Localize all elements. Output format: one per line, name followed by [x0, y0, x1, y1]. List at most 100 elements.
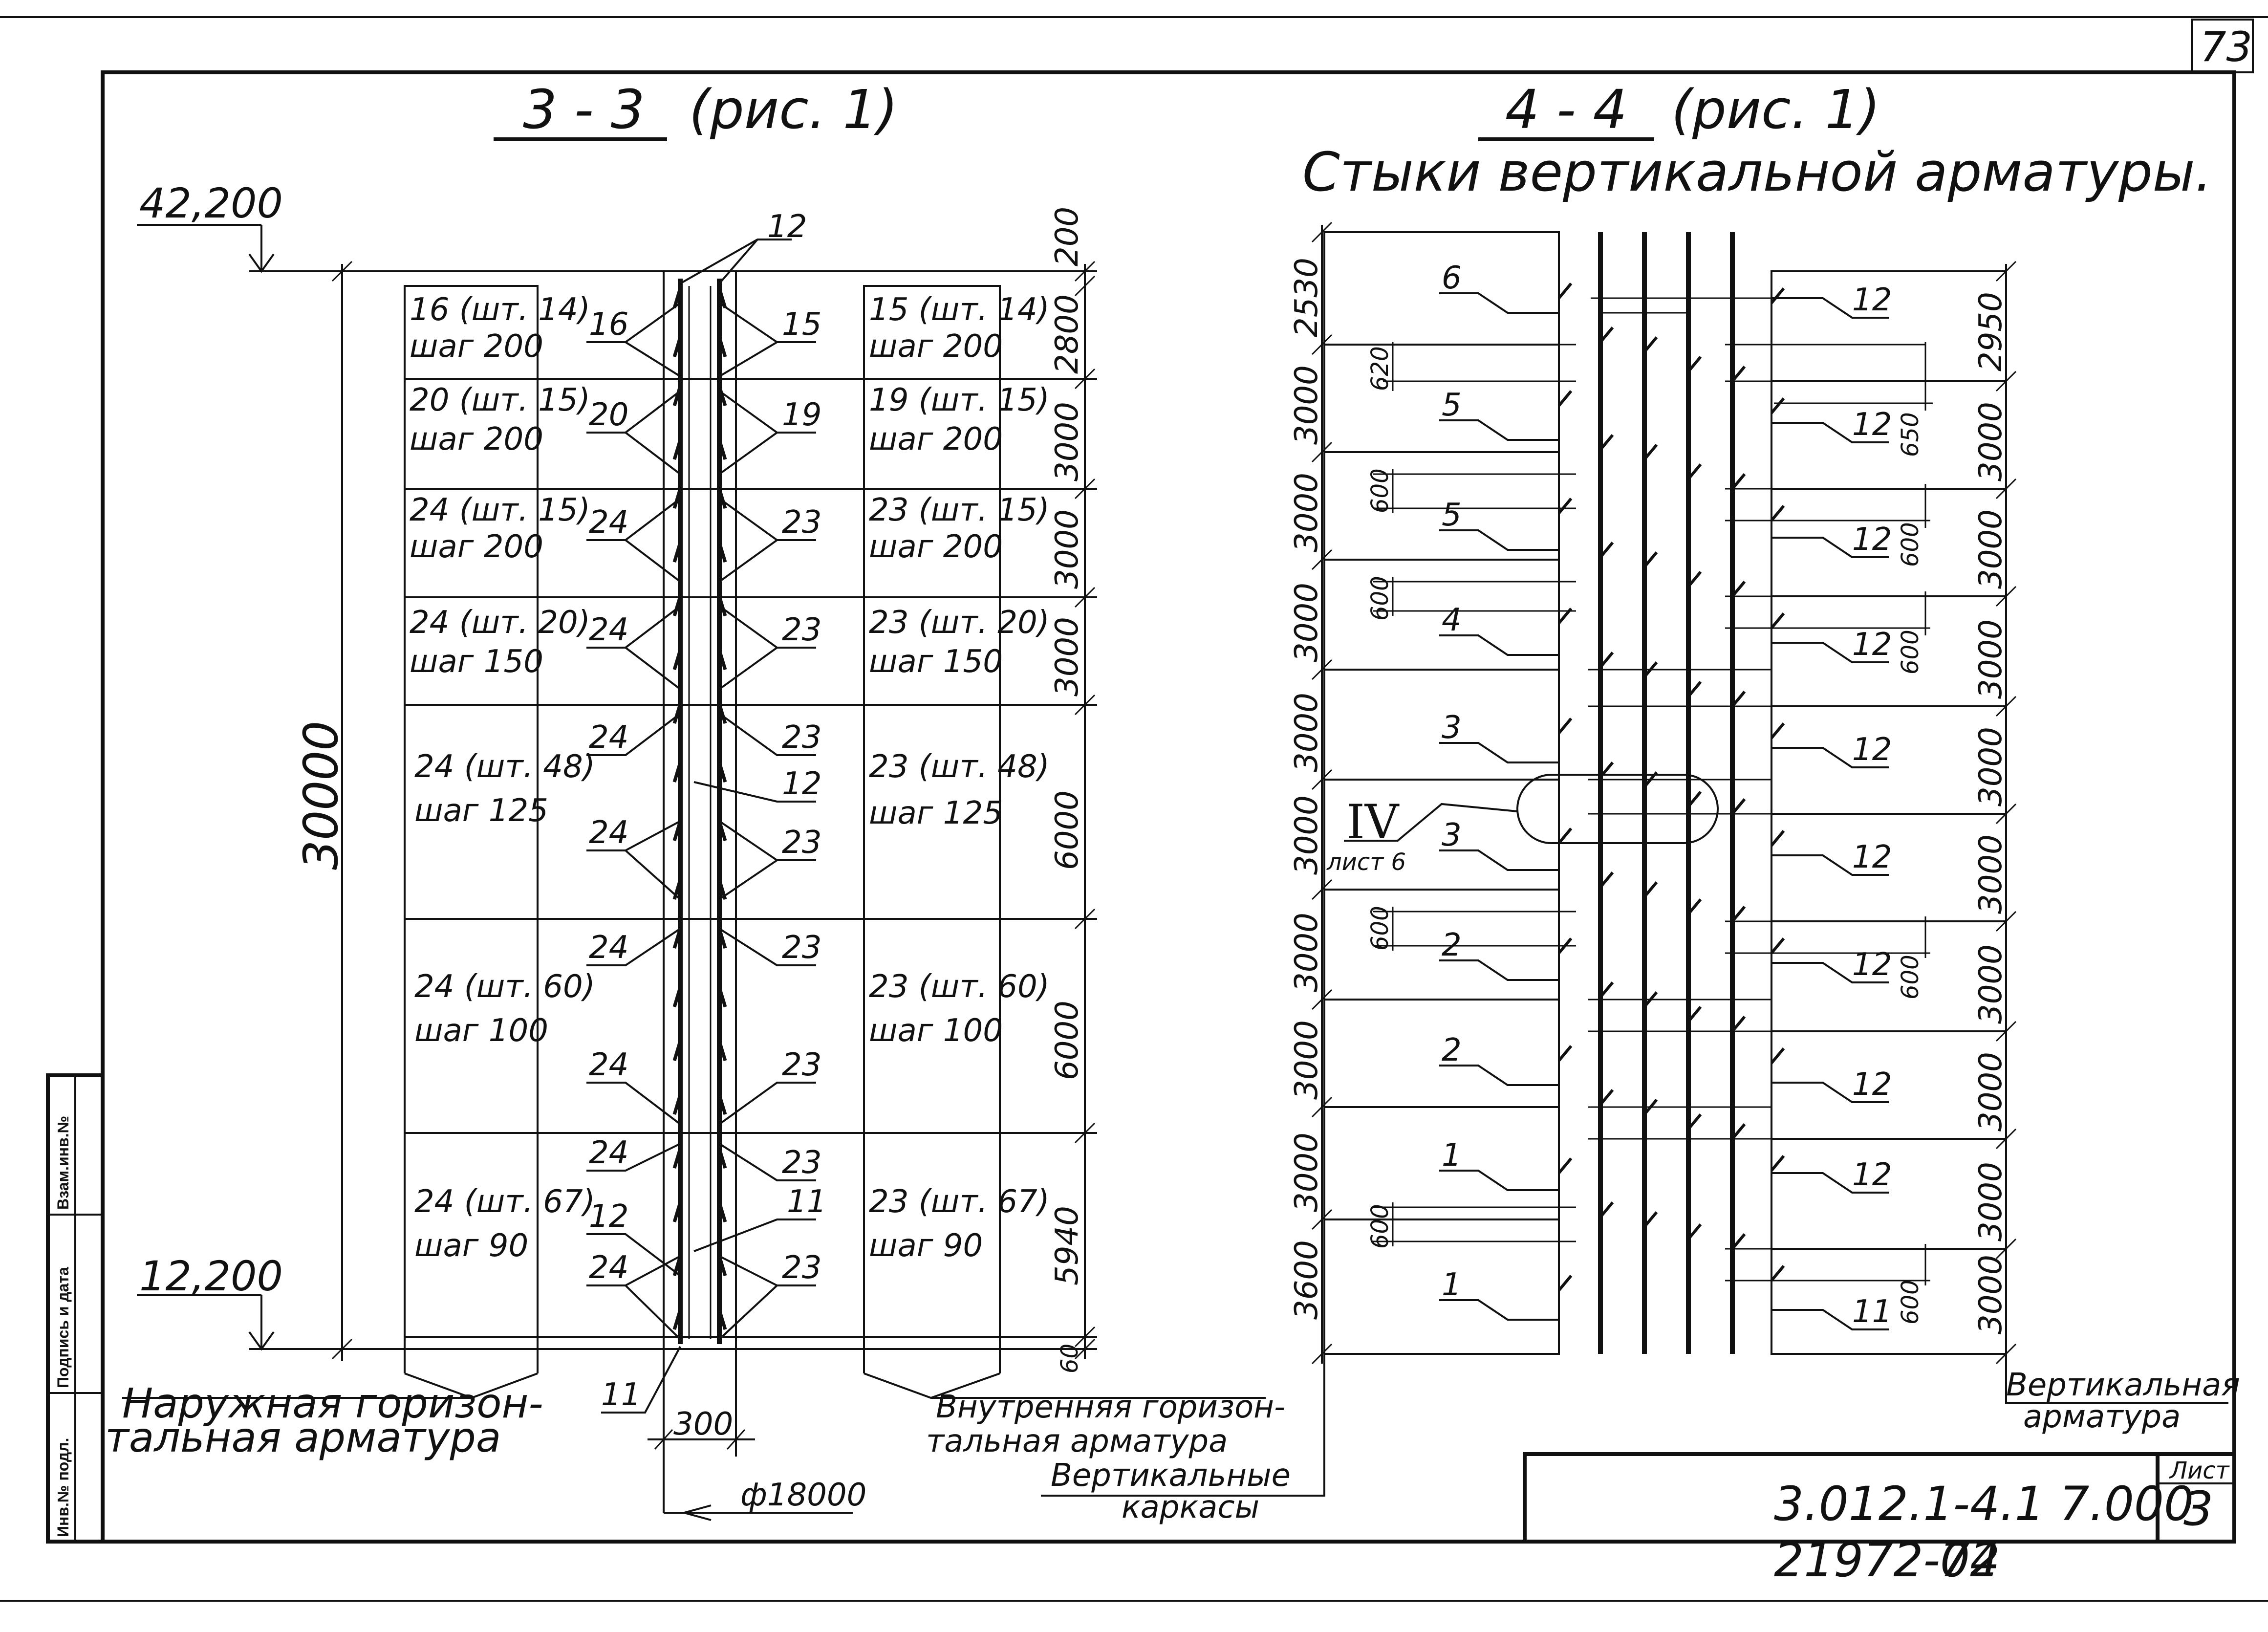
- top-elevation: 42,200: [139, 179, 283, 227]
- left-mark: 1: [1442, 1137, 1462, 1174]
- right-left-block: [1323, 231, 1560, 1355]
- left-mark: 1: [1442, 1267, 1462, 1303]
- inner-count: 15 (шт. 14): [869, 292, 1050, 328]
- left-height: 3600: [1289, 1240, 1325, 1320]
- inner-step: шаг 200: [869, 328, 1003, 365]
- bottom-gap-dim: 60: [1056, 1344, 1083, 1373]
- left-height: 3000: [1289, 1132, 1325, 1212]
- segment-height: 6000: [1049, 790, 1085, 870]
- left-mark: 3: [1442, 817, 1462, 853]
- node-ref: IV: [1346, 795, 1400, 849]
- left-callout: 24: [589, 719, 628, 756]
- outer-step: шаг 100: [414, 1013, 548, 1049]
- outer-step: шаг 150: [410, 644, 543, 680]
- right-callout: 23: [782, 612, 821, 648]
- top-gap-dim: 200: [1049, 207, 1085, 266]
- title-block: [1523, 1452, 2236, 1544]
- segment-height: 3000: [1049, 402, 1085, 481]
- right-callout: 23: [782, 1145, 821, 1181]
- outer-count: 16 (шт. 14): [410, 292, 590, 328]
- left-height: 2530: [1289, 258, 1325, 337]
- left-mark: 4: [1442, 602, 1462, 638]
- left-mark: 5: [1442, 387, 1462, 423]
- inner-count: 23 (шт. 48): [869, 749, 1050, 785]
- bottom-elevation: 12,200: [139, 1252, 283, 1300]
- stamp-podpis-data: Подпись и дата: [54, 1267, 72, 1388]
- outer-count: 24 (шт. 15): [410, 492, 590, 528]
- left-callout: 11: [601, 1377, 641, 1413]
- outer-step: шаг 200: [410, 328, 543, 365]
- left-lap: 600: [1366, 468, 1394, 513]
- right-view-title: 4 - 4 (рис. 1): [1478, 78, 1880, 141]
- page-number: 73: [2200, 23, 2252, 71]
- right-height: 3000: [1973, 1162, 2009, 1241]
- right-lap: 600: [1897, 630, 1924, 675]
- right-height: 3000: [1973, 944, 2009, 1024]
- rebar-ticks: [672, 287, 727, 1330]
- inner-count: 23 (шт. 67): [869, 1184, 1050, 1220]
- right-mark: 12: [1852, 839, 1892, 875]
- left-lap: 600: [1366, 576, 1394, 621]
- total-height-label: 30000: [294, 721, 348, 870]
- right-leader-lines: [680, 239, 816, 1340]
- outer-step: шаг 200: [410, 421, 543, 457]
- sheet-label: Лист: [2169, 1457, 2230, 1484]
- right-mark-leaders: [1771, 297, 1889, 1330]
- left-mark: 5: [1442, 497, 1462, 533]
- right-mark: 12: [1852, 282, 1892, 318]
- total-height-dimension: [331, 261, 353, 1361]
- segment-height: 2800: [1049, 294, 1085, 374]
- left-callout: 12: [589, 1198, 628, 1235]
- node-sheet: лист 6: [1326, 849, 1406, 876]
- right-height: 3000: [1973, 402, 2009, 481]
- inner-label-2: тальная арматура: [926, 1423, 1228, 1459]
- right-subtitle: Стыки вертикальной арматуры.: [1302, 141, 2212, 203]
- left-height: 3000: [1289, 693, 1325, 772]
- archive-page: 74: [1940, 1533, 2000, 1588]
- inner-step: шаг 125: [869, 795, 1003, 831]
- left-callout: 20: [589, 397, 628, 433]
- right-callout: 11: [787, 1184, 826, 1220]
- right-lap: 600: [1897, 1280, 1924, 1325]
- sheet-number: 3: [2183, 1481, 2213, 1536]
- archive-number: 21972-02: [1774, 1533, 2000, 1588]
- outer-count: 24 (шт. 67): [414, 1184, 595, 1220]
- left-callout: 16: [589, 306, 628, 343]
- segment-height: 6000: [1049, 1001, 1085, 1080]
- right-height: 3000: [1973, 1052, 2009, 1132]
- right-callout: 23: [782, 1047, 821, 1083]
- right-height: 3000: [1973, 509, 2009, 589]
- vertical-label-2: арматура: [2023, 1399, 2181, 1435]
- outer-label-2: тальная арматура: [105, 1414, 501, 1461]
- node-callout: [1344, 774, 1719, 844]
- inner-step: шаг 150: [869, 644, 1003, 680]
- segment-height: 3000: [1049, 509, 1085, 589]
- right-mark: 12: [1852, 407, 1892, 443]
- inner-step: шаг 90: [869, 1228, 983, 1264]
- vertical-label-1: Вертикальная: [2006, 1367, 2240, 1403]
- right-right-dimension: [1995, 261, 2017, 1365]
- right-height: 3000: [1973, 834, 2009, 914]
- outer-count: 24 (шт. 60): [414, 969, 595, 1005]
- left-callout: 24: [589, 504, 628, 541]
- left-section-ref: (рис. 1): [689, 78, 898, 141]
- segment-height-dimension: [1074, 261, 1096, 1360]
- left-callout: 24: [589, 815, 628, 851]
- outer-count: 24 (шт. 20): [410, 605, 590, 641]
- outer-step: шаг 125: [414, 793, 548, 829]
- vertical-rebars: [1598, 232, 1735, 1354]
- right-lap: 600: [1897, 955, 1924, 1000]
- right-height: 2950: [1973, 292, 2009, 371]
- left-lap: 600: [1366, 1204, 1394, 1249]
- right-mark: 12: [1852, 947, 1892, 983]
- outer-count: 24 (шт. 48): [414, 749, 595, 785]
- stamp-inv-podl: Инв.№ подл.: [54, 1438, 72, 1537]
- left-callout: 24: [589, 1047, 628, 1083]
- gap-dimension: [648, 1349, 853, 1521]
- document-code: 3.012.1-4.1 7.000: [1774, 1477, 2194, 1531]
- right-left-dimension: [1311, 221, 1333, 1365]
- inner-count: 23 (шт. 15): [869, 492, 1050, 528]
- left-callout: 24: [589, 930, 628, 966]
- right-lap: 650: [1897, 412, 1924, 457]
- right-mark: 11: [1852, 1294, 1892, 1330]
